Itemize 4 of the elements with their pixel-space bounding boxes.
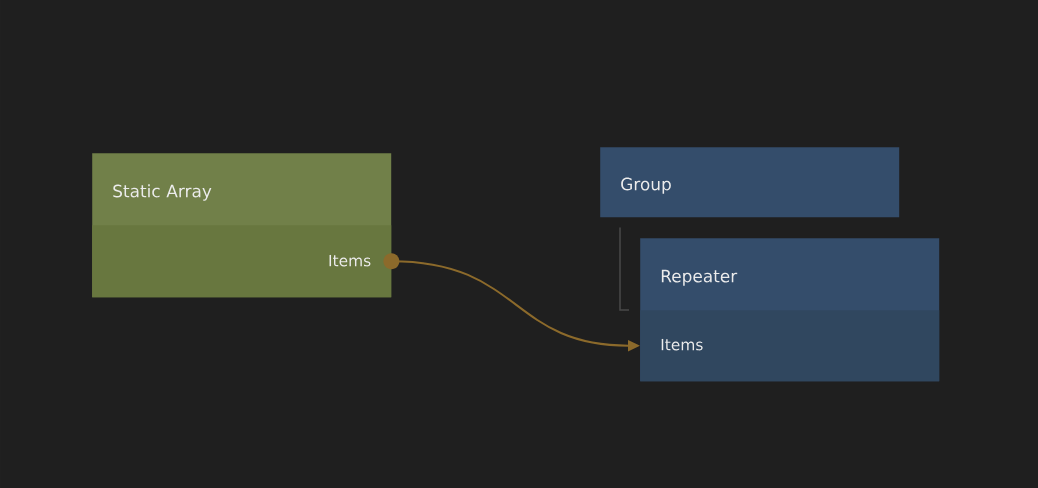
hierarchy-line <box>619 226 630 311</box>
port-row: Items <box>92 225 392 298</box>
port-row: Items <box>640 310 940 382</box>
node-box: Group <box>600 147 900 218</box>
